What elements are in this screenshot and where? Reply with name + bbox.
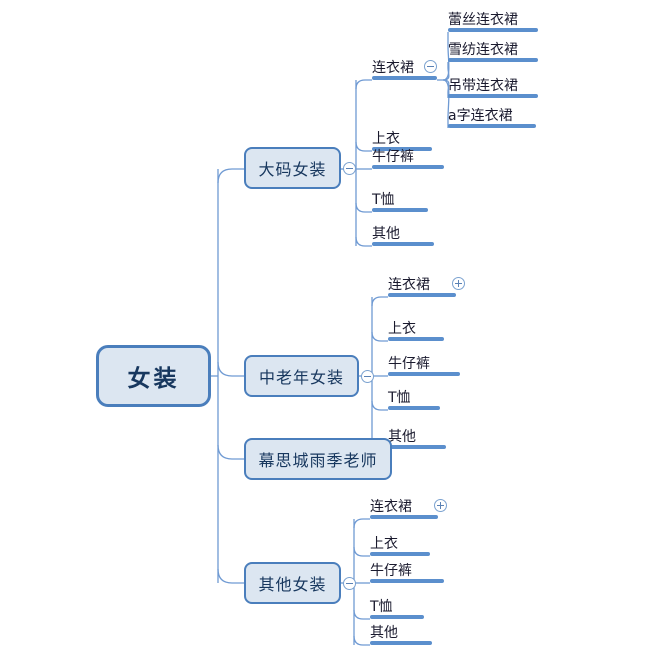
- leaf-node-连衣裙-中老年[interactable]: 连衣裙: [388, 269, 456, 297]
- leaf-label: 连衣裙: [388, 277, 430, 293]
- leaf-node-连衣裙-大码[interactable]: 连衣裙: [372, 52, 437, 80]
- leaf-label: 雪纺连衣裙: [448, 42, 518, 58]
- leaf-node-上衣-中老年[interactable]: 上衣: [388, 313, 444, 341]
- leaf-label: 上衣: [372, 131, 400, 147]
- leaf-label: T恤: [370, 599, 393, 615]
- leaf-node-T恤-中老年[interactable]: T恤: [388, 382, 440, 410]
- leaf-node-牛仔裤-其他[interactable]: 牛仔裤: [370, 555, 444, 583]
- leaf-node-牛仔裤-大码[interactable]: 牛仔裤: [372, 141, 444, 169]
- leaf-underline: [372, 165, 444, 169]
- leaf-underline: [448, 58, 538, 62]
- leaf-label: 上衣: [370, 536, 398, 552]
- leaf-underline: [370, 641, 432, 645]
- branch-node-幕思城雨季老师[interactable]: 幕思城雨季老师: [244, 438, 392, 480]
- leaf-underline: [370, 579, 444, 583]
- leaf-underline: [448, 28, 538, 32]
- leaf-underline: [370, 615, 424, 619]
- collapse-toggle-其他女装[interactable]: [343, 577, 356, 590]
- leaf-underline: [388, 406, 440, 410]
- leaf-label: 连衣裙: [372, 60, 414, 76]
- branch-node-label: 幕思城雨季老师: [258, 451, 378, 470]
- leaf-label: 牛仔裤: [372, 149, 414, 165]
- leaf-node-蕾丝连衣裙[interactable]: 蕾丝连衣裙: [448, 4, 538, 32]
- leaf-label: a字连衣裙: [448, 108, 513, 124]
- leaf-node-T恤-其他[interactable]: T恤: [370, 591, 424, 619]
- leaf-node-上衣-其他[interactable]: 上衣: [370, 528, 430, 556]
- leaf-label: 蕾丝连衣裙: [448, 12, 518, 28]
- leaf-underline: [370, 515, 438, 519]
- branch-node-label: 中老年女装: [258, 368, 344, 387]
- leaf-label: 牛仔裤: [388, 356, 430, 372]
- leaf-underline: [372, 147, 432, 151]
- leaf-label: 其他: [388, 429, 416, 445]
- leaf-underline: [388, 337, 444, 341]
- leaf-node-其他-大码[interactable]: 其他: [372, 218, 434, 246]
- leaf-underline: [448, 124, 536, 128]
- leaf-node-其他-中老年[interactable]: 其他: [388, 421, 446, 449]
- root-node-label: 女装: [127, 366, 180, 392]
- leaf-underline: [388, 445, 446, 449]
- expand-toggle-连衣裙-中老年[interactable]: [452, 277, 465, 290]
- leaf-underline: [372, 76, 437, 80]
- branch-node-label: 大码女装: [258, 160, 327, 179]
- leaf-underline: [372, 242, 434, 246]
- leaf-node-T恤-大码[interactable]: T恤: [372, 184, 428, 212]
- leaf-label: 其他: [370, 625, 398, 641]
- branch-node-其他女装[interactable]: 其他女装: [244, 562, 341, 604]
- leaf-node-其他-其他[interactable]: 其他: [370, 617, 432, 645]
- leaf-node-雪纺连衣裙[interactable]: 雪纺连衣裙: [448, 34, 538, 62]
- expand-toggle-连衣裙-其他[interactable]: [434, 499, 447, 512]
- leaf-underline: [388, 293, 456, 297]
- collapse-toggle-中老年女装[interactable]: [361, 370, 374, 383]
- leaf-underline: [372, 208, 428, 212]
- leaf-label: 上衣: [388, 321, 416, 337]
- leaf-label: 吊带连衣裙: [448, 78, 518, 94]
- leaf-label: 其他: [372, 226, 400, 242]
- root-node-女装[interactable]: 女装: [96, 345, 211, 407]
- leaf-label: T恤: [372, 192, 395, 208]
- leaf-label: 连衣裙: [370, 499, 412, 515]
- leaf-underline: [448, 94, 538, 98]
- leaf-node-a字连衣裙[interactable]: a字连衣裙: [448, 100, 536, 128]
- leaf-underline: [370, 552, 430, 556]
- collapse-toggle-大码女装[interactable]: [343, 162, 356, 175]
- leaf-node-连衣裙-其他[interactable]: 连衣裙: [370, 491, 438, 519]
- leaf-node-吊带连衣裙[interactable]: 吊带连衣裙: [448, 70, 538, 98]
- collapse-toggle-连衣裙-大码[interactable]: [424, 60, 437, 73]
- branch-node-中老年女装[interactable]: 中老年女装: [244, 355, 359, 397]
- leaf-label: 牛仔裤: [370, 563, 412, 579]
- leaf-node-牛仔裤-中老年[interactable]: 牛仔裤: [388, 348, 460, 376]
- leaf-underline: [388, 372, 460, 376]
- branch-node-大码女装[interactable]: 大码女装: [244, 147, 341, 189]
- branch-node-label: 其他女装: [258, 575, 327, 594]
- leaf-label: T恤: [388, 390, 411, 406]
- leaf-node-上衣-大码[interactable]: 上衣: [372, 123, 432, 151]
